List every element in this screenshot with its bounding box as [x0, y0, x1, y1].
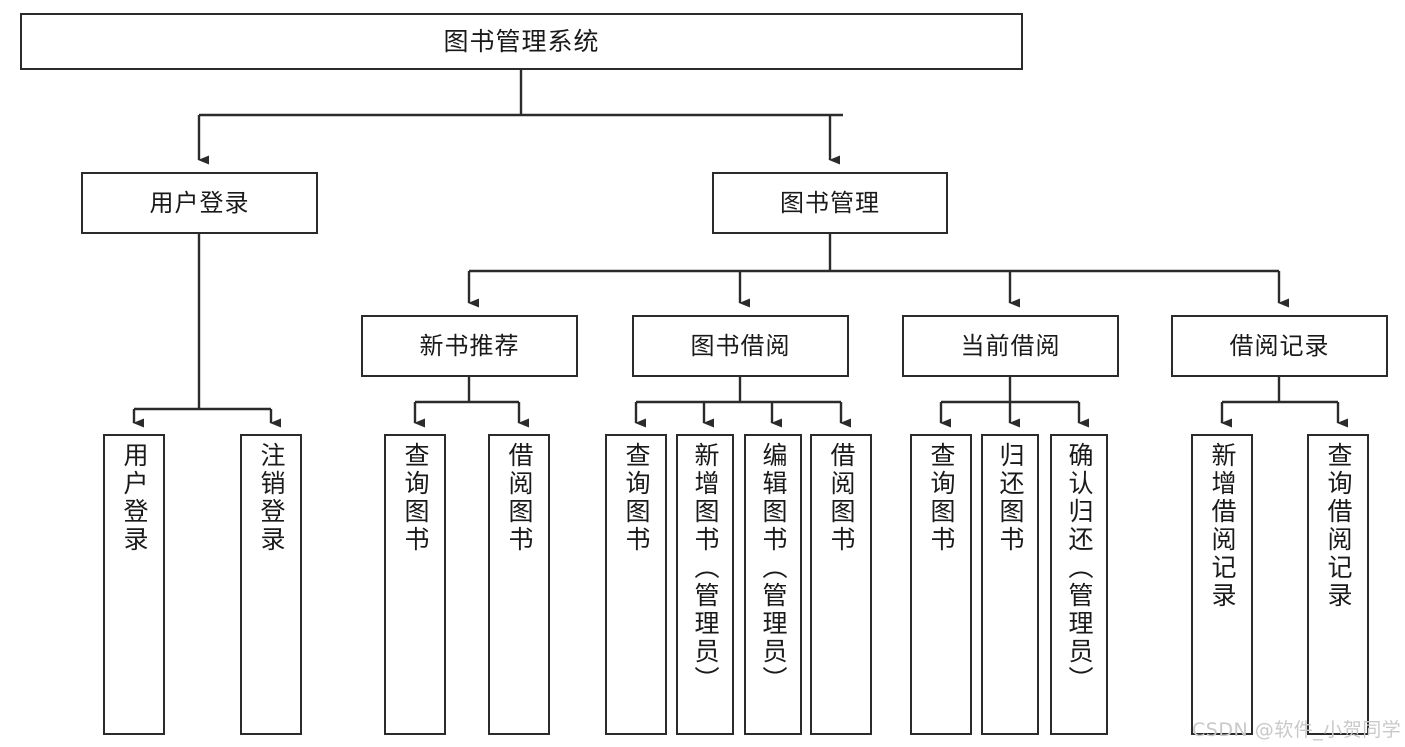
leaf-query-book-newbook[interactable]: 查询图书 — [384, 434, 446, 735]
node-label: 查询图书 — [401, 442, 430, 554]
node-label: 新增图书（管理员） — [691, 442, 720, 694]
node-label: 借阅图书 — [505, 442, 534, 554]
node-borrowing-records[interactable]: 借阅记录 — [1171, 315, 1388, 377]
leaf-add-book-admin[interactable]: 新增图书（管理员） — [676, 434, 734, 735]
leaf-borrow-book-newbook[interactable]: 借阅图书 — [488, 434, 550, 735]
leaf-logout[interactable]: 注销登录 — [240, 434, 302, 735]
node-user-login[interactable]: 用户登录 — [81, 172, 318, 234]
leaf-query-book-current[interactable]: 查询图书 — [910, 434, 972, 735]
node-label: 用户登录 — [120, 442, 149, 554]
node-label: 新增借阅记录 — [1208, 442, 1237, 610]
node-label: 图书借阅 — [690, 331, 791, 360]
node-label: 查询图书 — [622, 442, 651, 554]
node-label: 归还图书 — [996, 442, 1025, 554]
leaf-add-borrow-record[interactable]: 新增借阅记录 — [1191, 434, 1253, 735]
node-label: 图书管理系统 — [443, 26, 600, 56]
leaf-confirm-return-admin[interactable]: 确认归还（管理员） — [1050, 434, 1108, 735]
node-book-management[interactable]: 图书管理 — [712, 172, 948, 234]
node-label: 新书推荐 — [419, 331, 520, 360]
node-label: 确认归还（管理员） — [1065, 442, 1094, 694]
node-current-borrowing[interactable]: 当前借阅 — [902, 315, 1119, 377]
leaf-return-book[interactable]: 归还图书 — [981, 434, 1039, 735]
leaf-query-book-borrow[interactable]: 查询图书 — [605, 434, 667, 735]
node-label: 当前借阅 — [960, 331, 1061, 360]
watermark: CSDN @软件_小贺同学 — [1192, 719, 1402, 741]
leaf-user-login[interactable]: 用户登录 — [103, 434, 165, 735]
leaf-query-borrow-record[interactable]: 查询借阅记录 — [1307, 434, 1369, 735]
node-label: 查询借阅记录 — [1324, 442, 1353, 610]
node-label: 用户登录 — [149, 188, 250, 217]
node-root-book-management-system[interactable]: 图书管理系统 — [20, 13, 1023, 70]
node-label: 查询图书 — [927, 442, 956, 554]
leaf-edit-book-admin[interactable]: 编辑图书（管理员） — [744, 434, 802, 735]
node-new-book-recommendation[interactable]: 新书推荐 — [361, 315, 578, 377]
node-label: 借阅记录 — [1229, 331, 1330, 360]
node-label: 编辑图书（管理员） — [759, 442, 788, 694]
node-book-borrowing[interactable]: 图书借阅 — [632, 315, 849, 377]
node-label: 借阅图书 — [827, 442, 856, 554]
node-label: 图书管理 — [780, 188, 880, 217]
leaf-borrow-book[interactable]: 借阅图书 — [810, 434, 872, 735]
node-label: 注销登录 — [257, 442, 286, 554]
